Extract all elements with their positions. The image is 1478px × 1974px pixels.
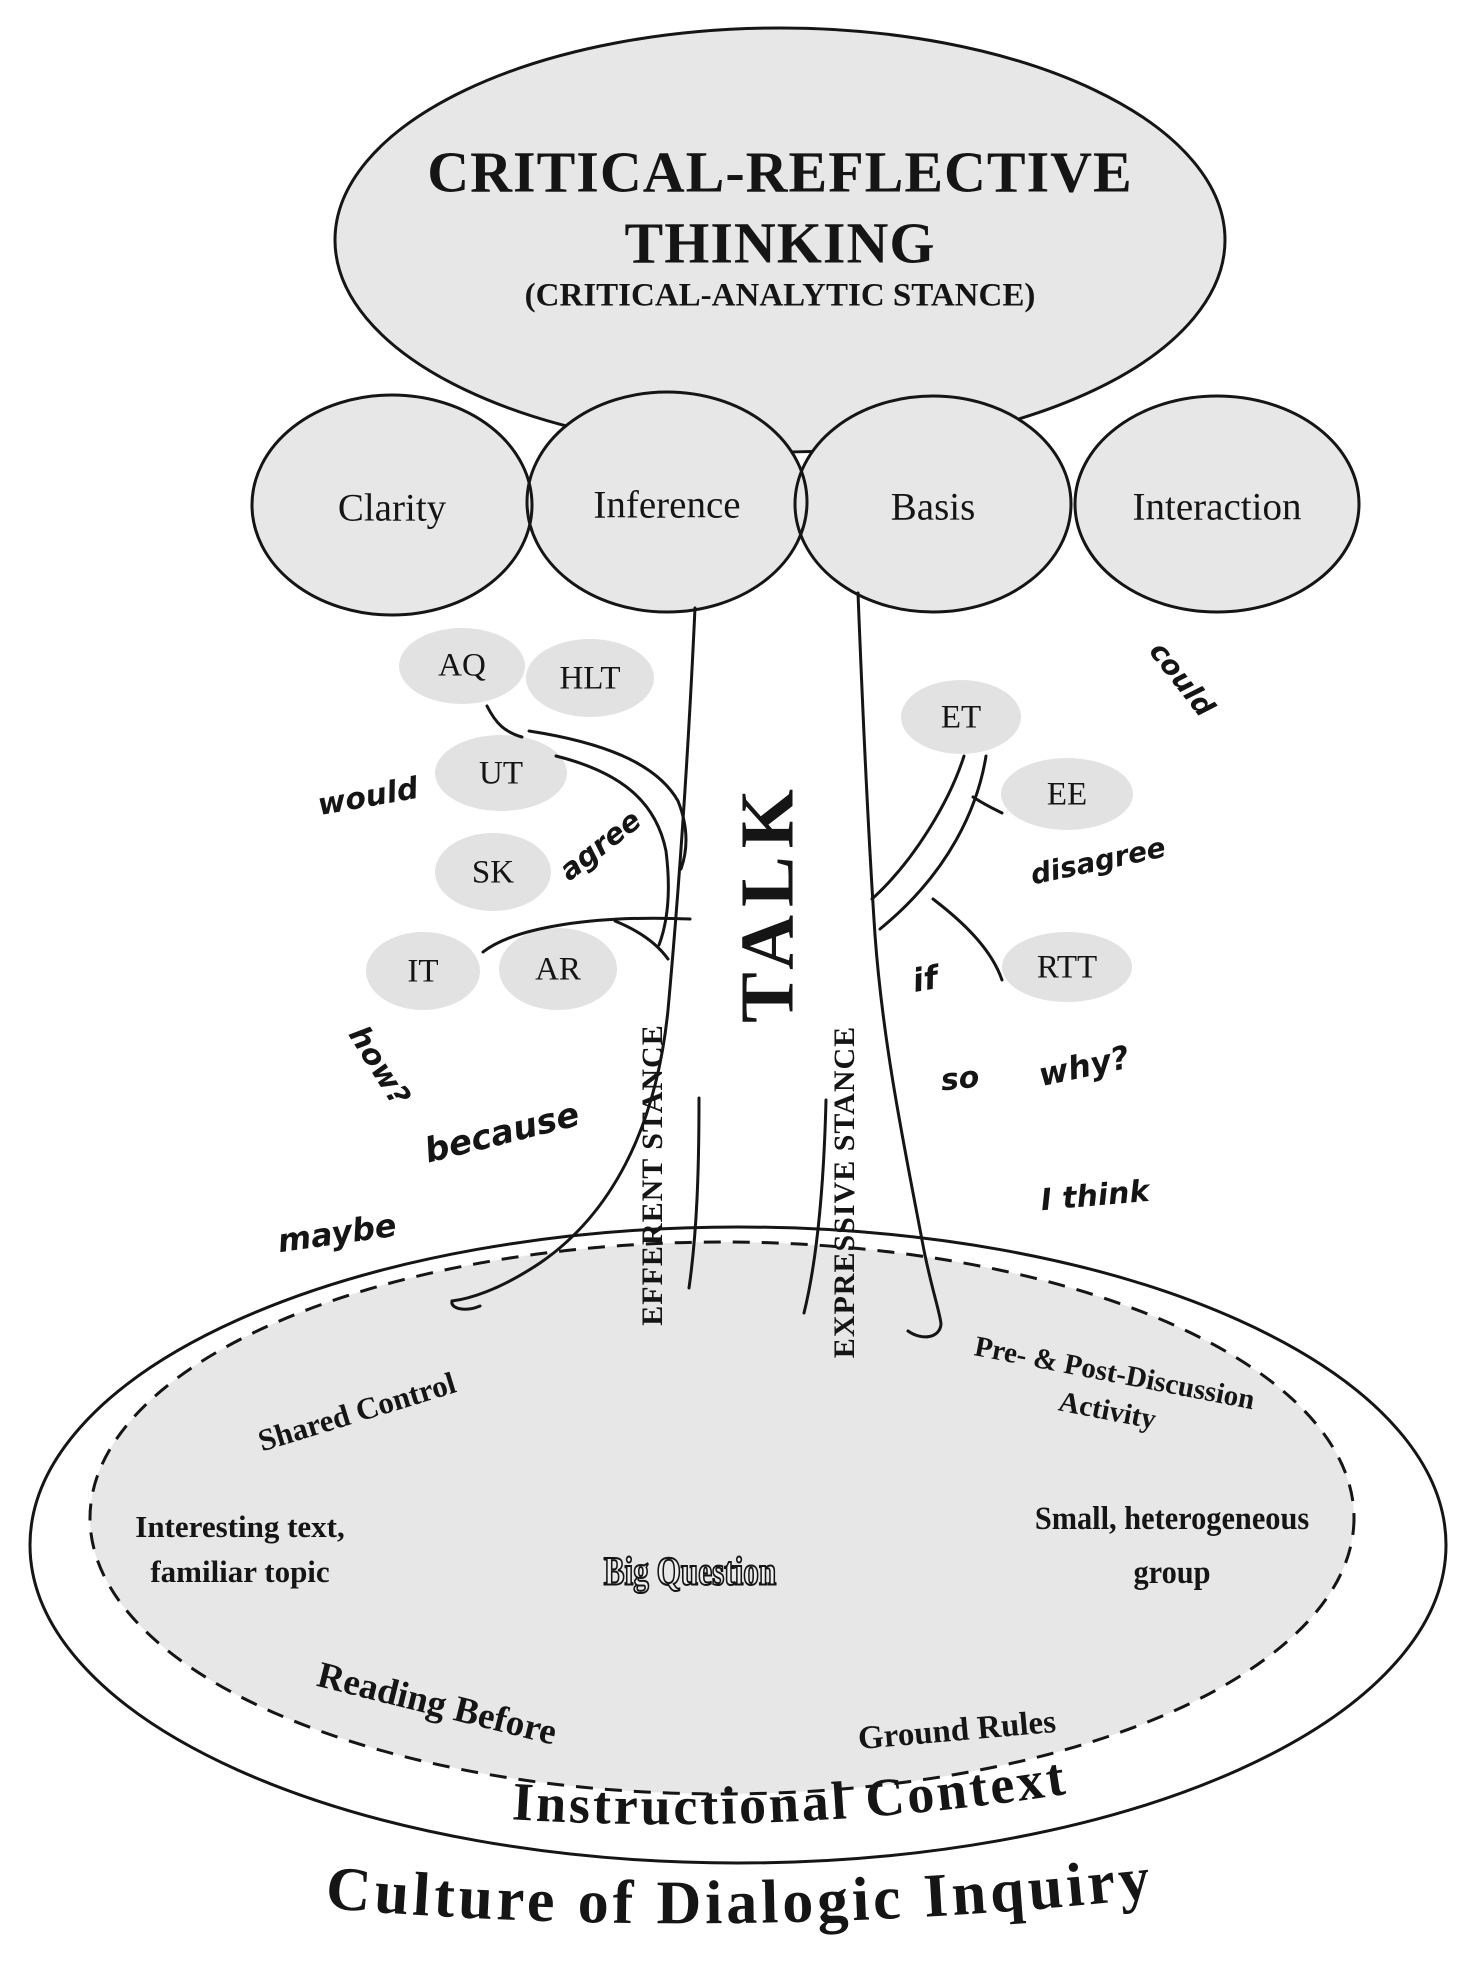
context-small-group: Small, heterogeneous group — [1035, 1492, 1309, 1600]
ar-branch-curve — [613, 919, 670, 961]
et-branch-curve-a — [870, 754, 966, 901]
branch-label-basis: Basis — [890, 485, 976, 529]
inner-dashed-ellipse — [88, 1240, 1356, 1796]
efferent-stance-label: EFFERENT STANCE — [636, 1024, 669, 1326]
rtt-leaf — [1002, 932, 1132, 1002]
ut-upper-branch-curve — [527, 729, 688, 871]
inference-ellipse-fill — [527, 392, 807, 612]
branch-ellipse-outlines — [250, 390, 1361, 617]
branch-label-interaction: Interaction — [1132, 485, 1302, 529]
aq-leaf — [399, 628, 525, 704]
it-ar-branch-curve — [481, 916, 692, 954]
context-big-question: Big Question — [603, 1548, 777, 1595]
trunk-right-line — [856, 591, 943, 1339]
leaf-label-ut: UT — [479, 755, 523, 792]
ee-leaf — [1001, 758, 1133, 830]
trunk-left-line — [450, 606, 697, 1311]
clarity-ellipse-fill — [252, 395, 532, 615]
aq-branch-curve — [485, 704, 524, 739]
ee-branch-curve — [971, 795, 1004, 815]
leaf-label-et: ET — [940, 699, 982, 736]
ut-leaf — [435, 735, 567, 811]
context-small-group-line2: group — [1133, 1555, 1211, 1591]
title-line2: THINKING — [624, 210, 936, 276]
branch-label-clarity: Clarity — [337, 486, 447, 530]
leaf-label-ar: AR — [535, 951, 581, 988]
hlt-leaf — [526, 639, 654, 717]
trunk-and-branch-lines — [450, 591, 1004, 1339]
trunk-label-talk: TALK — [725, 781, 810, 1023]
context-interesting-text: Interesting text, familiar topic — [135, 1504, 345, 1594]
ar-leaf — [499, 928, 617, 1010]
root-right-line — [802, 1098, 828, 1315]
inference-ellipse-outline — [525, 390, 809, 614]
branch-label-inference: Inference — [593, 483, 741, 527]
interaction-ellipse-fill — [1075, 396, 1359, 612]
title-subtitle: (CRITICAL-ANALYTIC STANCE) — [524, 277, 1036, 314]
leaf-label-sk: SK — [471, 854, 515, 891]
context-interesting-line2: familiar topic — [150, 1554, 330, 1589]
rtt-branch-curve — [931, 897, 1004, 982]
sk-leaf — [435, 833, 551, 911]
leaf-label-rtt: RTT — [1036, 949, 1098, 986]
et-branch-curve-b — [878, 754, 988, 931]
et-leaf — [901, 680, 1021, 754]
context-small-group-line1: Small, heterogeneous — [1034, 1501, 1310, 1537]
expressive-stance-label: EXPRESSIVE STANCE — [828, 1025, 861, 1359]
talk-move-leaves — [366, 628, 1133, 1010]
it-leaf — [366, 932, 480, 1010]
handwritten-so: so — [939, 1059, 981, 1099]
leaf-label-aq: AQ — [438, 647, 486, 684]
interaction-ellipse-outline — [1073, 394, 1361, 614]
root-left-line — [687, 1096, 701, 1290]
leaf-label-hlt: HLT — [559, 660, 621, 697]
context-interesting-line1: Interesting text, — [135, 1509, 345, 1544]
title-line1: CRITICAL-REFLECTIVE — [427, 139, 1133, 205]
clarity-ellipse-outline — [250, 393, 534, 617]
leaf-label-it: IT — [407, 953, 439, 990]
basis-ellipse-fill — [795, 396, 1071, 612]
basis-ellipse-outline — [793, 394, 1073, 614]
leaf-label-ee: EE — [1046, 776, 1088, 813]
